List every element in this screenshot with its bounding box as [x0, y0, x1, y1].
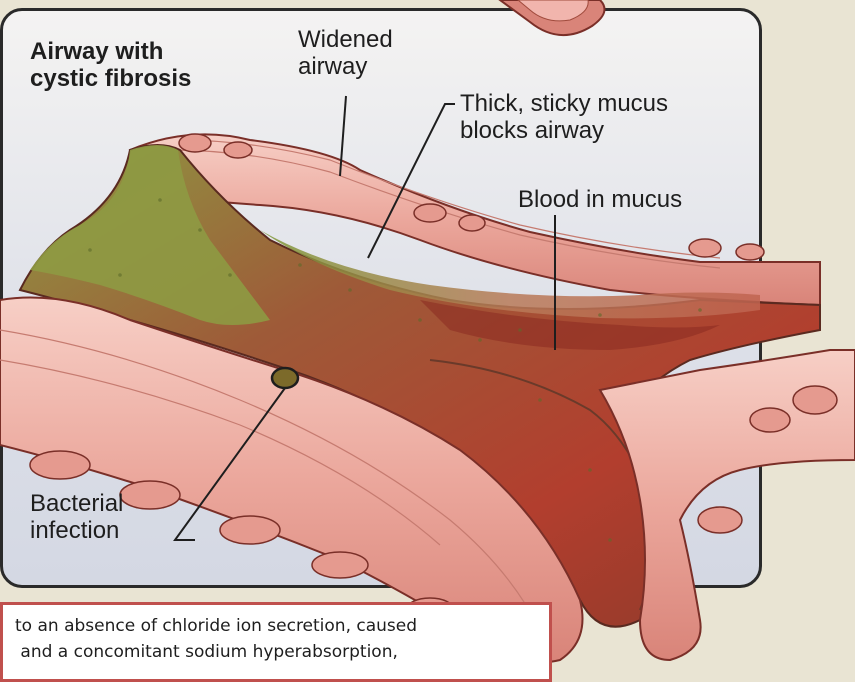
label-widened-airway: Widened airway — [298, 26, 393, 80]
upper-airway-section — [500, 0, 605, 35]
label-blood-in-mucus: Blood in mucus — [518, 186, 682, 213]
bacteria-marker — [272, 368, 298, 388]
label-thick-mucus: Thick, sticky mucus blocks airway — [460, 90, 668, 144]
diagram-title: Airway with cystic fibrosis — [30, 38, 191, 92]
caption-box: to an absence of chloride ion secretion,… — [0, 602, 552, 682]
label-bacterial-infection: Bacterial infection — [30, 490, 123, 544]
